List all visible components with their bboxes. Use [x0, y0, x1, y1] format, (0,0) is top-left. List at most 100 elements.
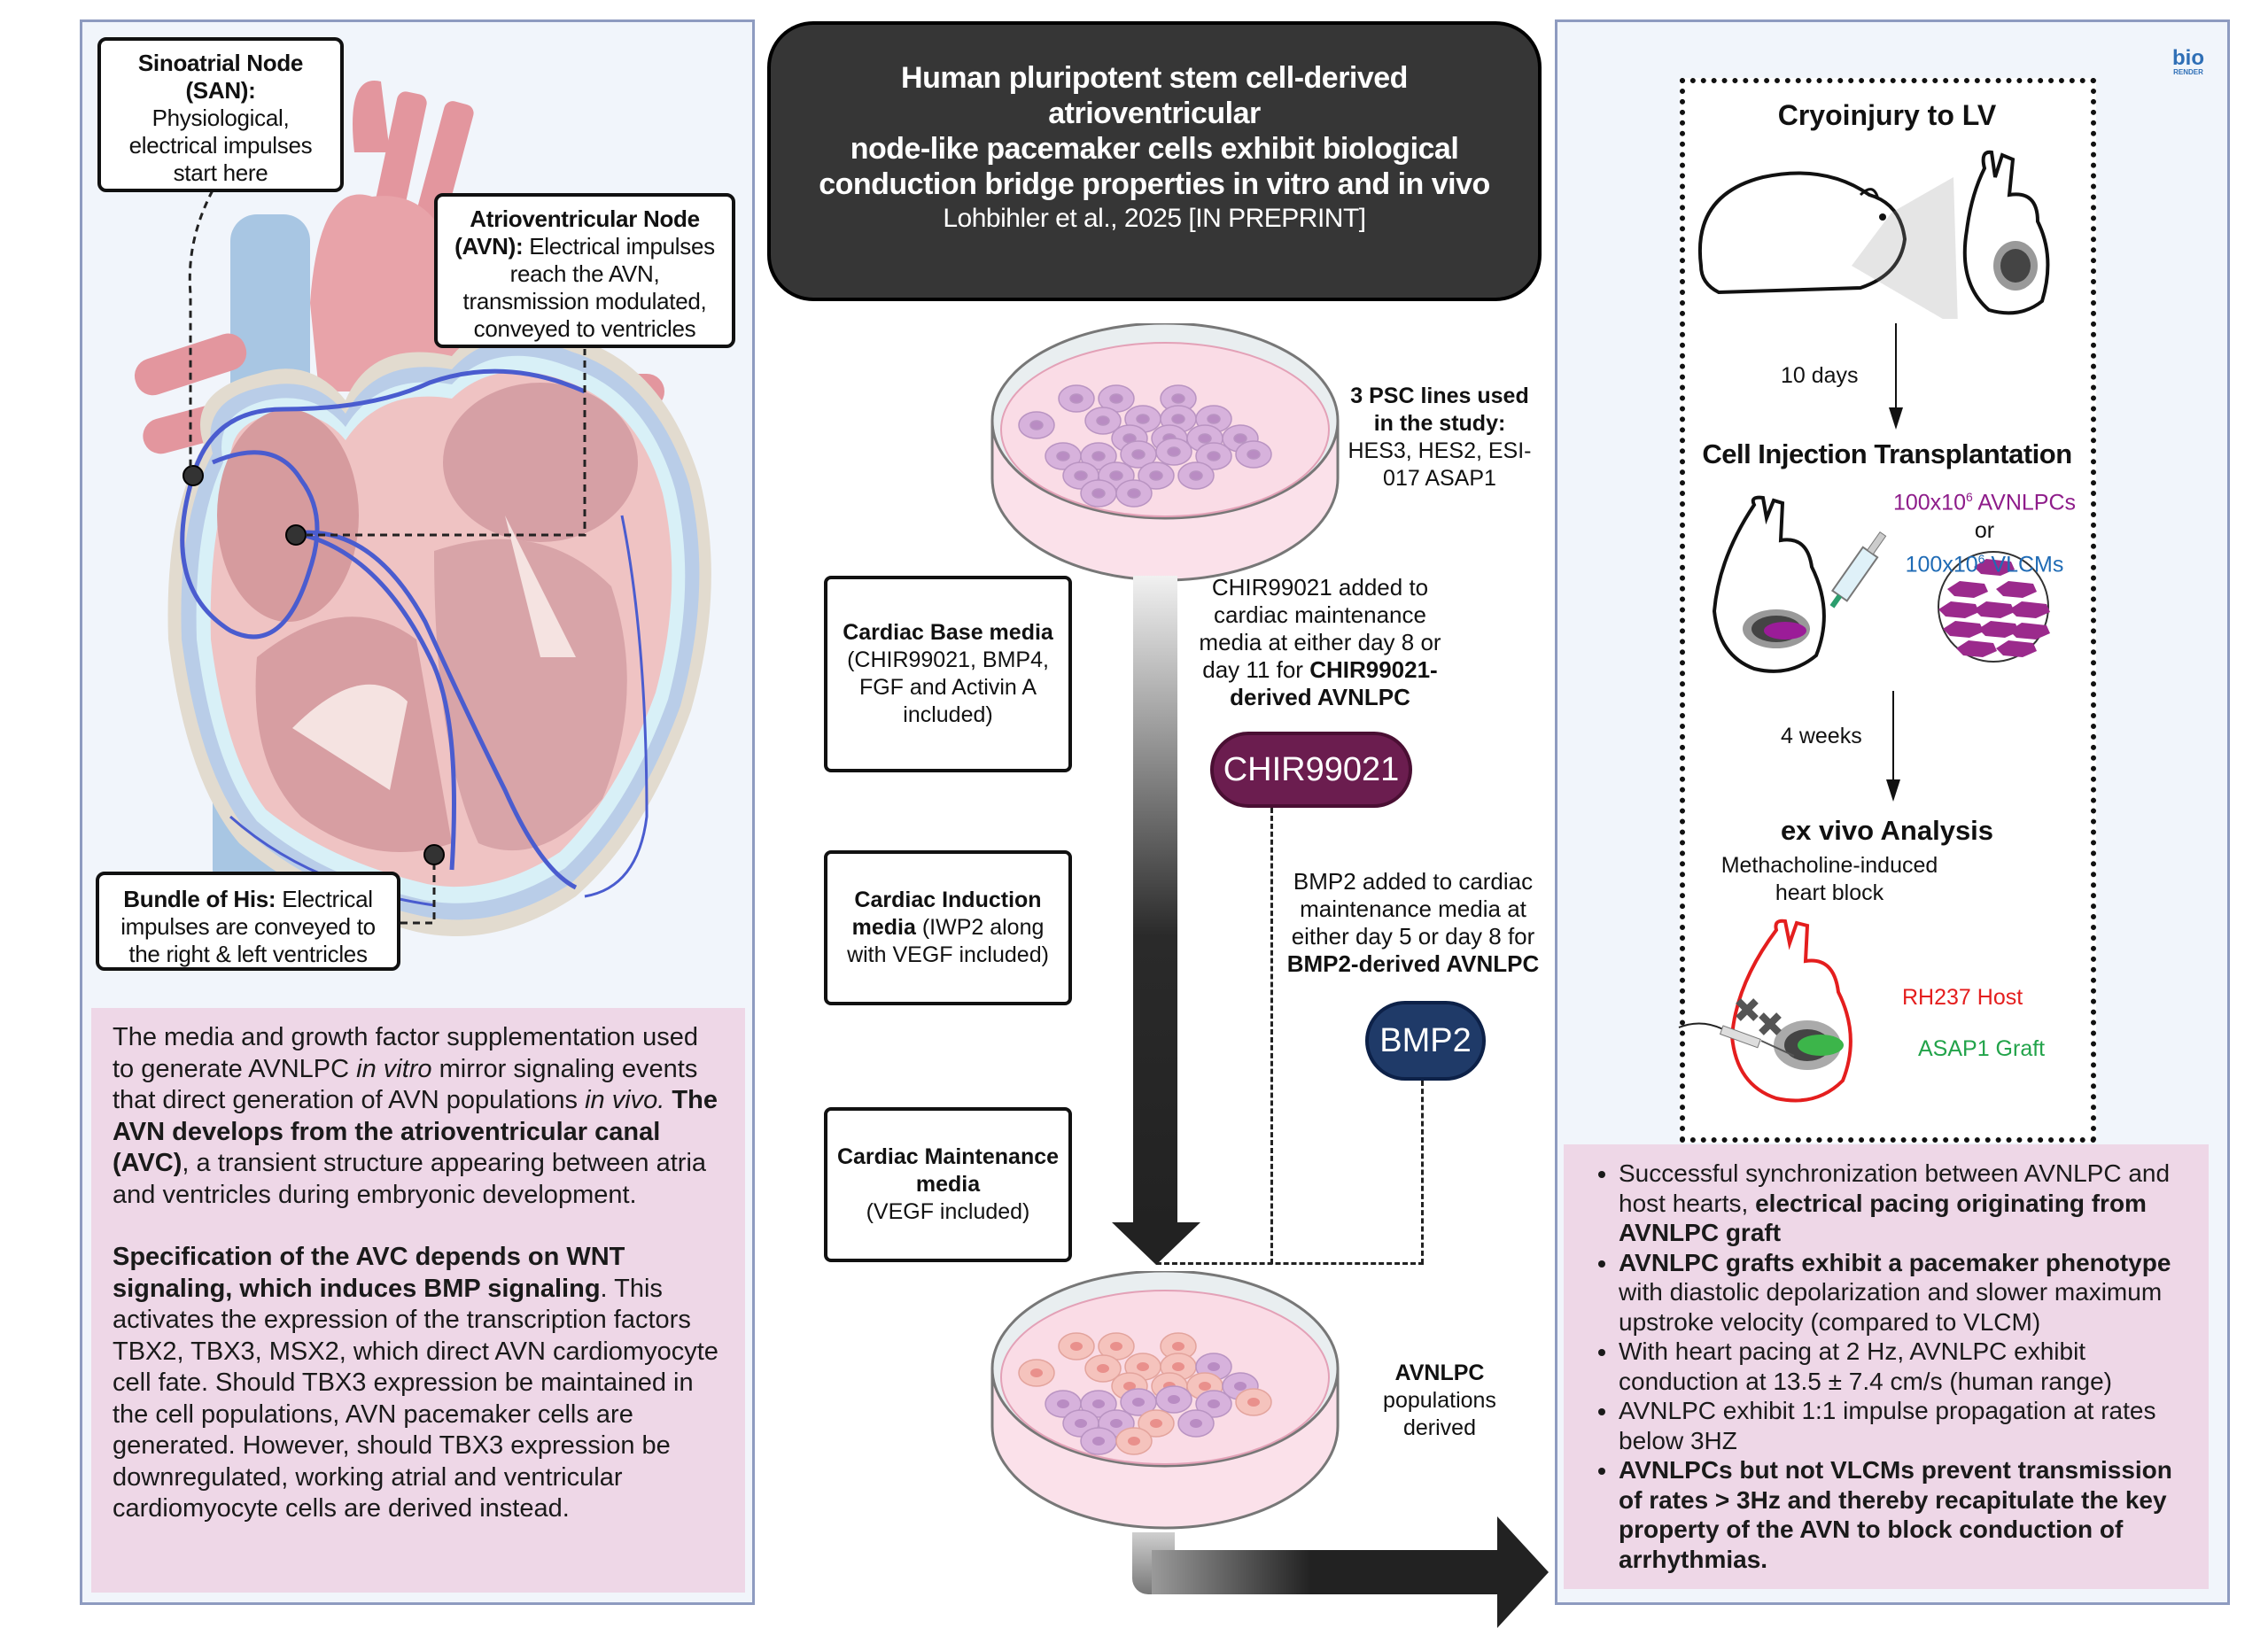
result-bullet: Successful synchronization between AVNLP… [1619, 1159, 2191, 1248]
output-arrow-head [1497, 1516, 1549, 1628]
san-leader [188, 190, 214, 467]
cell-nucleus [1109, 470, 1123, 481]
his-callout: Bundle of His: Electrical impulses are c… [96, 872, 400, 971]
logo-bottom: RENDER [2173, 68, 2203, 76]
p2-text: . This activates the expression of the t… [113, 1274, 718, 1523]
title-line-1: Human pluripotent stem cell-derived [901, 61, 1408, 95]
bmp-note: BMP2 added to cardiac maintenance media … [1285, 868, 1542, 978]
exvivo-illustration [1678, 919, 1852, 1103]
left-ventricle [434, 539, 627, 851]
cell-nucleus [1150, 1419, 1162, 1428]
process-arrow-shaft [1133, 576, 1177, 1231]
p2-bold: Specification of the AVC depends on WNT … [113, 1243, 625, 1303]
dose-avnlpc: 100x106 AVNLPCs [1878, 483, 2091, 516]
psc-lines-label: 3 PSC lines used in the study: HES3, HES… [1338, 383, 1542, 492]
chordae-right [292, 684, 408, 790]
cell-nucleus [1189, 470, 1203, 481]
vlcm-cell [1947, 581, 1988, 598]
cell-nucleus [1056, 451, 1070, 461]
cell-nucleus [1069, 393, 1084, 404]
p1-text-c: , a transient structure appearing betwee… [113, 1149, 707, 1209]
chir-connector-v [1270, 808, 1273, 1264]
p1-italic-a: in vitro [356, 1054, 432, 1083]
cell-nucleus [1247, 1398, 1260, 1407]
avn-leader [306, 349, 586, 537]
avn-marker [285, 524, 307, 546]
avn-callout: Atrioventricular Node (AVN): Electrical … [434, 193, 735, 348]
host-label: RH237 Host [1902, 985, 2023, 1010]
cell-nucleus [1128, 1437, 1140, 1446]
cell-nucleus [1132, 1398, 1145, 1407]
avn-callout-text: Electrical impulses reach the AVN, trans… [462, 233, 716, 342]
petri-dish-psc [990, 323, 1340, 582]
his-callout-text: Electrical impulses are conveyed to the … [120, 886, 376, 967]
cell-nucleus [1136, 414, 1150, 424]
result-bullet-normal: Successful synchronization between AVNLP… [1619, 1159, 2171, 1217]
avnlpc-label-bold: AVNLPC [1394, 1361, 1485, 1385]
guinea-pig-heart-illustration [1697, 150, 2050, 319]
transplant-cell-cluster [1938, 559, 2050, 657]
cell-nucleus [1127, 488, 1141, 499]
psc-label-bold: 3 PSC lines used in the study: [1350, 384, 1529, 436]
cell-nucleus [1057, 1399, 1069, 1408]
logo-top: bio [2172, 46, 2204, 70]
injected-cells [1764, 622, 1806, 640]
dose-info: 100x106 AVNLPCs or 100x106 VLCMs [1878, 483, 2091, 579]
step2-duration: 4 weeks [1781, 724, 1862, 748]
psc-cell-cluster [1018, 384, 1272, 508]
avn-callout-title: Atrioventricular Node (AVN): [454, 205, 700, 260]
left-paragraph-2: Specification of the AVC depends on WNT … [113, 1242, 724, 1525]
cell-nucleus [1199, 1382, 1211, 1391]
cell-nucleus [1131, 449, 1146, 460]
dose-or: or [1974, 518, 1995, 544]
cell-nucleus [1030, 1368, 1043, 1377]
media-base-text: (CHIR99021, BMP4, FGF and Activin A incl… [847, 647, 1049, 727]
avnlpc-label: AVNLPC populations derived [1351, 1360, 1528, 1442]
p1-text-a: The media and growth factor supplementat… [113, 1023, 698, 1083]
chir-note: CHIR99021 added to cardiac maintenance m… [1187, 574, 1453, 711]
cell-nucleus [1207, 414, 1221, 424]
dose-vlcm-suffix: VLCMs [1984, 552, 2064, 578]
left-explanation-box: The media and growth factor supplementat… [91, 1008, 745, 1593]
chir-pill: CHIR99021 [1210, 732, 1412, 808]
petri-dish-avnlpc [990, 1271, 1340, 1530]
bundle-branch [295, 530, 578, 890]
vlcm-cell [1978, 621, 2019, 638]
cell-nucleus [1171, 393, 1185, 404]
dose-vlcm: 100x106 VLCMs [1878, 545, 2091, 578]
vlcm-cell [1974, 559, 2015, 576]
exvivo-subtitle: Methacholine-induced heart block [1720, 853, 1938, 905]
chir-note-text: CHIR99021 added to cardiac maintenance m… [1199, 574, 1441, 683]
cryo-title: Cryoinjury to LV [1777, 99, 1997, 131]
output-arrow-shaft [1152, 1550, 1506, 1594]
vlcm-cell [1943, 621, 1984, 638]
result-bullet: AVNLPCs but not VLCMs prevent transmissi… [1619, 1455, 2191, 1574]
citation: Lohbihler et al., 2025 [IN PREPRINT] [943, 204, 1366, 233]
his-callout-title: Bundle of His: [123, 886, 276, 912]
title-banner: Human pluripotent stem cell-derived atri… [767, 21, 1542, 301]
cell-nucleus [1092, 1399, 1105, 1408]
electrode-x-marks [1736, 998, 1782, 1035]
cell-nucleus [1075, 1419, 1087, 1428]
p1-bold: The AVN develops from the atrioventricul… [113, 1086, 718, 1177]
san-callout-text: Physiological, electrical impulses start… [128, 105, 313, 186]
cell-nucleus [1190, 1419, 1202, 1428]
dose-avnlpc-suffix: AVNLPCs [1972, 490, 2077, 516]
cell-nucleus [1198, 433, 1212, 444]
cell-nucleus [1247, 449, 1261, 460]
exvivo-title: ex vivo Analysis [1780, 815, 1994, 846]
left-paragraph-1: The media and growth factor supplementat… [113, 1022, 724, 1211]
cell-nucleus [1208, 1362, 1220, 1371]
title-line-2: atrioventricular [1048, 97, 1261, 130]
graft-label: ASAP1 Graft [1918, 1036, 2046, 1061]
result-bullet: With heart pacing at 2 Hz, AVNLPC exhibi… [1619, 1337, 2191, 1396]
result-bullet-bold: AVNLPC grafts exhibit a pacemaker phenot… [1619, 1248, 2171, 1276]
cell-nucleus [1207, 451, 1221, 461]
media-box-base: Cardiac Base media(CHIR99021, BMP4, FGF … [824, 576, 1072, 772]
cell-nucleus [1234, 1382, 1247, 1391]
result-bullet-tail: with diastolic depolarization and slower… [1619, 1278, 2163, 1336]
right-atrium [217, 409, 359, 622]
vlcm-cell [1956, 640, 1997, 657]
purkinje-right [584, 515, 649, 898]
bmp-note-text: BMP2 added to cardiac maintenance media … [1291, 868, 1535, 950]
